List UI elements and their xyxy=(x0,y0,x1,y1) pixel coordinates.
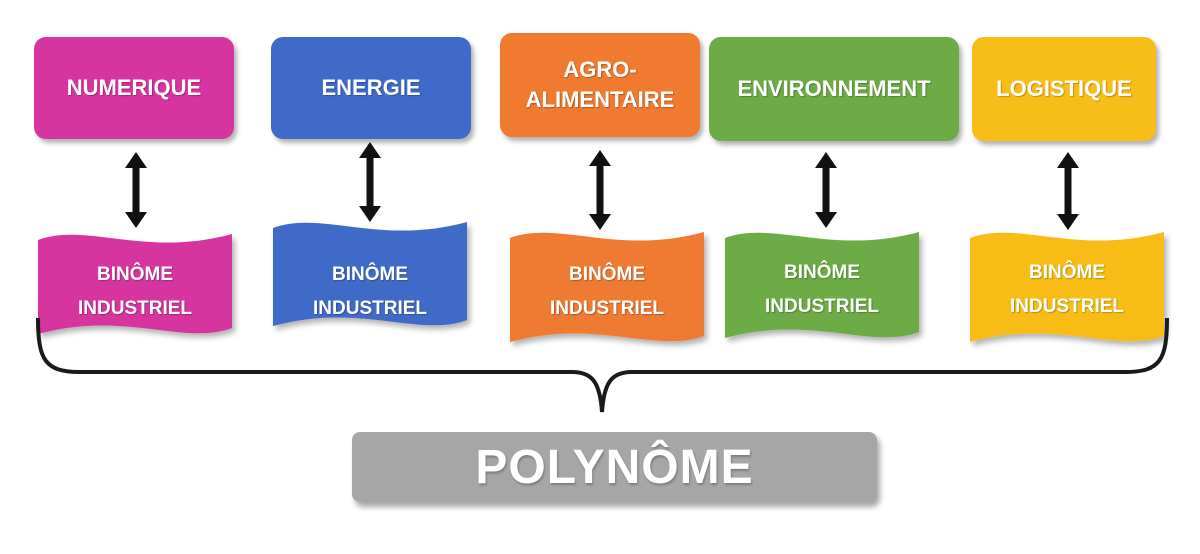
sector-box-agro-alimentaire: AGRO- ALIMENTAIRE xyxy=(500,33,700,137)
sector-box-environnement: ENVIRONNEMENT xyxy=(709,37,959,141)
binome-shape-agro-alimentaire xyxy=(510,232,704,342)
sector-label-numerique: NUMERIQUE xyxy=(66,75,202,100)
sector-label-logistique: LOGISTIQUE xyxy=(996,76,1132,101)
sector-label-agro-alimentaire: AGRO- ALIMENTAIRE xyxy=(525,57,675,112)
sector-label-energie: ENERGIE xyxy=(321,75,421,100)
double-arrow-agro-alimentaire xyxy=(589,150,611,230)
connector-arrows xyxy=(125,142,1079,230)
double-arrow-logistique xyxy=(1057,152,1079,230)
polynome-label: POLYNÔME xyxy=(475,440,754,494)
double-arrow-numerique xyxy=(125,152,147,228)
binome-shapes xyxy=(38,222,1164,342)
binome-shape-energie xyxy=(273,222,467,326)
double-arrow-environnement xyxy=(815,152,837,228)
sector-box-logistique: LOGISTIQUE xyxy=(972,37,1156,141)
binome-shape-logistique xyxy=(970,232,1164,342)
binome-shape-environnement xyxy=(725,232,919,338)
curly-brace xyxy=(36,317,1169,413)
sector-box-numerique: NUMERIQUE xyxy=(34,37,234,139)
sector-box-energie: ENERGIE xyxy=(271,37,471,139)
binome-shape-numerique xyxy=(38,234,232,334)
polynome-box: POLYNÔME xyxy=(352,432,877,502)
double-arrow-energie xyxy=(359,142,381,222)
sector-label-environnement: ENVIRONNEMENT xyxy=(737,76,931,101)
